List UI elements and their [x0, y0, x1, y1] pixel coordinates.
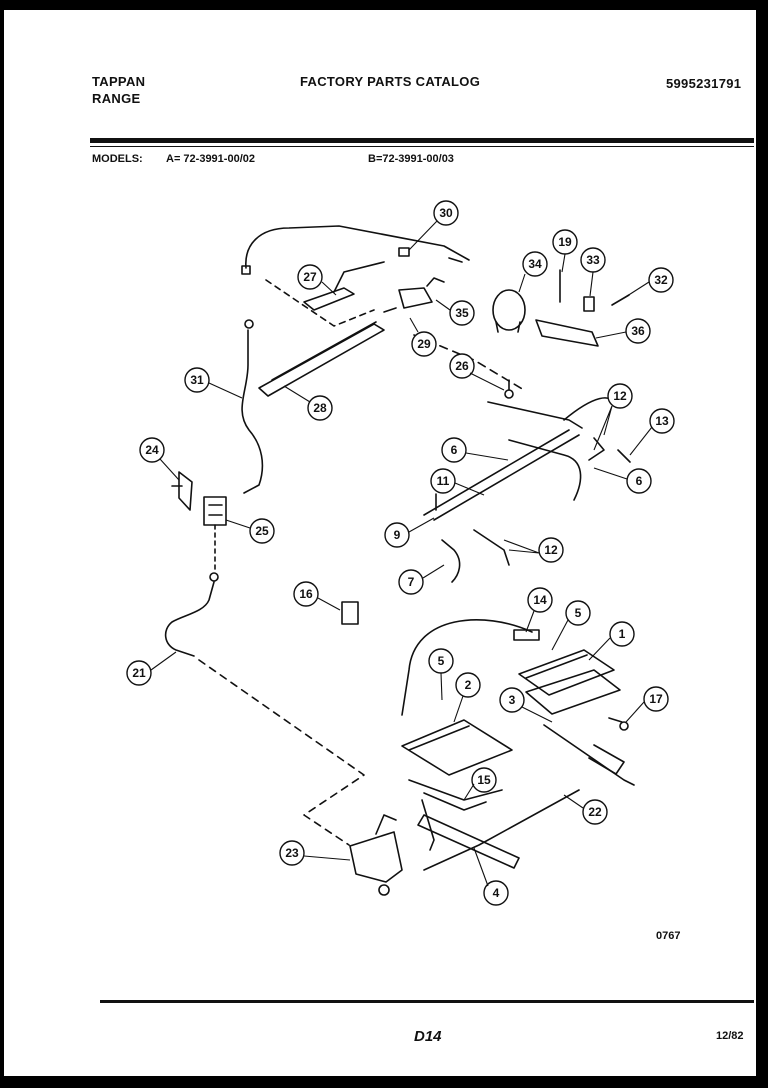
- callout-5a: 5: [575, 606, 582, 620]
- callout-30: 30: [439, 206, 453, 220]
- issue-date: 12/82: [716, 1030, 744, 1042]
- callout-28: 28: [313, 401, 327, 415]
- callout-34: 34: [528, 257, 542, 271]
- callout-32: 32: [654, 273, 668, 287]
- callout-23: 23: [285, 846, 299, 860]
- callout-26: 26: [455, 359, 469, 373]
- callout-labels: 30 27 35 29 28 31 19 33 34 32 36 26 12 1…: [126, 200, 675, 906]
- callout-12a: 12: [613, 389, 627, 403]
- callout-2: 2: [465, 678, 472, 692]
- drawing-reference-code: 0767: [656, 930, 681, 942]
- callout-5b: 5: [438, 654, 445, 668]
- callout-4: 4: [493, 886, 500, 900]
- callout-21: 21: [132, 666, 146, 680]
- callout-27: 27: [303, 270, 317, 284]
- header-rule: [90, 138, 754, 143]
- callout-6a: 6: [451, 443, 458, 457]
- callout-29: 29: [417, 337, 431, 351]
- footer-rule: [100, 1000, 754, 1003]
- callout-13: 13: [655, 414, 669, 428]
- callout-36: 36: [631, 324, 645, 338]
- catalog-page: TAPPAN RANGE FACTORY PARTS CATALOG 59952…: [4, 10, 756, 1076]
- model-b: B=72-3991-00/03: [368, 153, 454, 165]
- callout-9: 9: [394, 528, 401, 542]
- callout-24: 24: [145, 443, 159, 457]
- callout-33: 33: [586, 253, 600, 267]
- callout-17: 17: [649, 692, 663, 706]
- callout-11: 11: [437, 474, 450, 488]
- catalog-title: FACTORY PARTS CATALOG: [300, 74, 481, 89]
- header-rule-thin: [90, 146, 754, 147]
- page-code: D14: [414, 1028, 442, 1045]
- callout-6b: 6: [636, 474, 643, 488]
- callout-22: 22: [588, 805, 602, 819]
- models-label: MODELS:: [92, 153, 143, 165]
- model-a: A= 72-3991-00/02: [166, 153, 255, 165]
- callout-35: 35: [455, 306, 469, 320]
- callout-19: 19: [558, 235, 572, 249]
- product-type: RANGE: [92, 91, 141, 106]
- callout-31: 31: [190, 373, 204, 387]
- callout-16: 16: [299, 587, 313, 601]
- callout-1: 1: [619, 627, 626, 641]
- exploded-parts-diagram: 30 27 35 29 28 31 19 33 34 32 36 26 12 1…: [126, 200, 675, 906]
- callout-25: 25: [255, 524, 269, 538]
- callout-14: 14: [533, 593, 547, 607]
- callout-7: 7: [408, 575, 415, 589]
- brand-name: TAPPAN: [92, 74, 146, 89]
- callout-15: 15: [477, 773, 491, 787]
- catalog-number: 5995231791: [666, 76, 742, 91]
- callout-12b: 12: [544, 543, 558, 557]
- callout-3: 3: [509, 693, 516, 707]
